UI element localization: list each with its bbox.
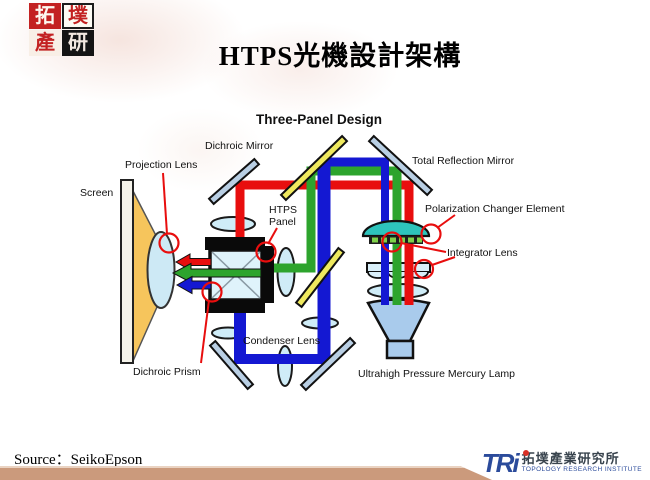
tri-logo-letters: TRi: [481, 448, 520, 478]
label-condenser-lens: Condenser Lens: [243, 335, 320, 347]
tri-institute-logo: TRi 拓墣產業研究所 TOPOLOGY RESEARCH INSTITUTE: [482, 450, 642, 476]
mercury-lamp: [366, 298, 431, 360]
tri-logo-dot: [522, 450, 529, 456]
dichroic-mirror-yellow-lower: [294, 246, 346, 309]
tri-logo-english: TOPOLOGY RESEARCH INSTITUTE: [521, 466, 642, 473]
blue-output-arrow: [175, 275, 212, 295]
seal-char-1: 拓: [29, 3, 61, 29]
red-output-arrow: [174, 253, 212, 271]
label-htps-line1: HTPS: [269, 204, 297, 216]
tri-logo-chinese: 拓墣產業研究所: [521, 451, 620, 466]
seal-char-3: 產: [29, 30, 61, 56]
fold-mirror-bottom-right: [299, 336, 357, 392]
total-reflection-mirror: [367, 134, 434, 197]
tri-logo-mark: TRi: [481, 448, 529, 478]
label-integrator-lens: Integrator Lens: [447, 247, 518, 259]
fold-mirror-bottom-left: [208, 339, 255, 391]
polarization-changer-element: [361, 219, 431, 244]
callout-circle-projection-lens: [158, 232, 180, 254]
company-seal-logo: 拓 墣 產 研: [29, 3, 94, 56]
annotation-marks: [158, 172, 456, 364]
field-lens-red: [210, 216, 256, 232]
label-mercury-lamp: Ultrahigh Pressure Mercury Lamp: [358, 368, 515, 380]
footer-bar: [0, 466, 493, 480]
label-dichroic-mirror: Dichroic Mirror: [205, 140, 274, 152]
dichroic-mirror-yellow-upper: [279, 134, 349, 202]
callout-circle-integrator-1: [381, 231, 403, 253]
callout-circle-htps-panel: [255, 241, 277, 263]
callout-circle-dichroic-prism: [201, 281, 223, 303]
green-output-arrow: [171, 262, 262, 284]
condenser-lens-middle: [277, 345, 293, 387]
projection-lens: [146, 231, 176, 309]
source-credit: Source：SeikoEpson: [14, 452, 143, 468]
page-title: HTPS光機設計架構: [218, 41, 462, 71]
label-total-reflection-mirror: Total Reflection Mirror: [412, 155, 515, 167]
callout-circle-polarization: [420, 223, 442, 245]
dichroic-mirror-left: [207, 157, 261, 206]
seal-char-2: 墣: [62, 3, 94, 29]
label-polarization-changer: Polarization Changer Element: [425, 203, 565, 215]
label-projection-lens: Projection Lens: [125, 159, 197, 171]
diagram-heading: Three-Panel Design: [256, 112, 382, 127]
callout-circle-integrator-2: [413, 258, 435, 280]
seal-char-4: 研: [62, 30, 94, 56]
label-dichroic-prism: Dichroic Prism: [133, 366, 201, 378]
label-screen: Screen: [80, 187, 113, 199]
screen: [120, 179, 134, 364]
label-htps-line2: Panel: [269, 216, 296, 228]
